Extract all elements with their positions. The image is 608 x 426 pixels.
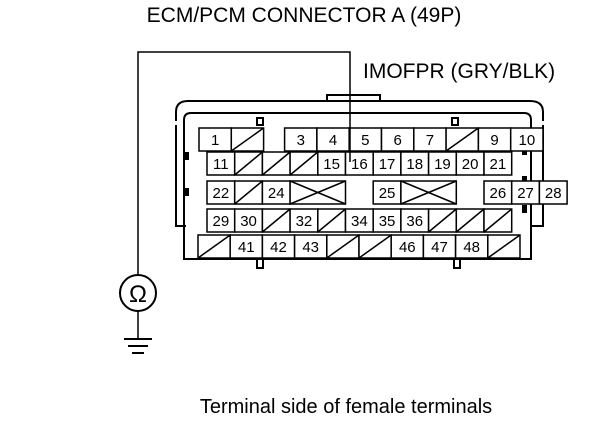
- terminal-number: 7: [426, 132, 434, 149]
- terminal-cavity-empty: [483, 208, 513, 233]
- terminal-17: 17: [372, 151, 402, 176]
- terminal-number: 5: [361, 132, 369, 149]
- connector-housing: [175, 94, 544, 269]
- terminal-cavity-empty: [261, 208, 291, 233]
- terminal-26: 26: [483, 180, 513, 205]
- terminal-cavity-blocked: [400, 180, 458, 205]
- terminal-47: 47: [422, 234, 457, 259]
- terminal-1: 1: [198, 127, 233, 152]
- terminal-28: 28: [538, 180, 568, 205]
- terminal-cavity-empty: [233, 180, 264, 205]
- terminal-number: 43: [302, 239, 319, 256]
- terminal-number: 41: [238, 239, 255, 256]
- terminal-cavity-empty: [317, 208, 347, 233]
- terminal-number: 11: [213, 156, 229, 173]
- terminal-10: 10: [509, 127, 544, 152]
- terminal-number: 16: [351, 156, 368, 173]
- terminal-16-probed: 16: [344, 151, 374, 176]
- terminal-number: 29: [213, 213, 230, 230]
- terminal-29: 29: [206, 208, 236, 233]
- terminal-number: 10: [519, 132, 536, 149]
- terminal-cavity-empty: [487, 234, 521, 259]
- terminal-cavity-empty: [197, 234, 231, 259]
- terminal-number: 35: [379, 213, 396, 230]
- terminal-number: 3: [297, 132, 305, 149]
- terminal-3: 3: [283, 127, 318, 152]
- terminal-41: 41: [229, 234, 264, 259]
- terminal-42: 42: [261, 234, 296, 259]
- terminal-32: 32: [289, 208, 319, 233]
- terminal-number: 1: [211, 132, 219, 149]
- terminal-number: 42: [270, 239, 287, 256]
- connector-title: ECM/PCM CONNECTOR A (49P): [146, 4, 462, 27]
- terminal-number: 21: [490, 156, 507, 173]
- terminal-cavity-empty: [230, 127, 265, 152]
- terminal-34: 34: [344, 208, 374, 233]
- terminal-cavity-empty: [289, 151, 319, 176]
- terminal-number: 24: [268, 185, 285, 202]
- terminal-21: 21: [483, 151, 513, 176]
- terminal-30: 30: [233, 208, 264, 233]
- terminal-43: 43: [293, 234, 328, 259]
- terminal-48: 48: [454, 234, 489, 259]
- terminal-number: 9: [490, 132, 498, 149]
- terminal-number: 19: [434, 156, 451, 173]
- terminal-9: 9: [477, 127, 512, 152]
- terminal-22: 22: [206, 180, 236, 205]
- terminal-6: 6: [380, 127, 415, 152]
- connector-caption: Terminal side of female terminals: [199, 396, 493, 418]
- terminal-cavity-empty: [233, 151, 264, 176]
- ohmmeter-icon: Ω: [119, 274, 157, 312]
- terminal-4: 4: [316, 127, 350, 152]
- terminal-18: 18: [400, 151, 430, 176]
- ohm-symbol: Ω: [129, 281, 147, 308]
- terminal-24: 24: [261, 180, 291, 205]
- terminal-15: 15: [317, 151, 347, 176]
- terminal-number: 28: [545, 185, 562, 202]
- terminal-cavity-empty: [326, 234, 360, 259]
- terminal-number: 48: [463, 239, 480, 256]
- terminal-number: 25: [379, 185, 396, 202]
- terminal-cavity-empty: [261, 151, 291, 176]
- terminal-11: 11: [206, 151, 236, 176]
- terminal-7: 7: [413, 127, 447, 152]
- terminal-number: 6: [393, 132, 401, 149]
- terminal-27: 27: [510, 180, 541, 205]
- terminal-number: 47: [431, 239, 448, 256]
- terminal-cavity-empty: [455, 208, 485, 233]
- terminal-cavity-empty: [445, 127, 480, 152]
- terminal-number: 4: [329, 132, 337, 149]
- terminal-number: 22: [213, 185, 230, 202]
- terminal-number: 46: [399, 239, 416, 256]
- terminal-cavity-empty: [358, 234, 392, 259]
- terminal-cavity-blocked: [289, 180, 347, 205]
- terminal-19: 19: [427, 151, 458, 176]
- test-wiring: [137, 51, 351, 338]
- terminal-35: 35: [372, 208, 402, 233]
- terminal-cavity-empty: [427, 208, 458, 233]
- terminal-number: 32: [296, 213, 313, 230]
- terminal-36: 36: [400, 208, 430, 233]
- terminal-number: 34: [351, 213, 368, 230]
- terminal-number: 17: [379, 156, 396, 173]
- terminal-number: 18: [406, 156, 423, 173]
- probe-wire: [137, 51, 351, 275]
- wire-label: IMOFPR (GRY/BLK): [363, 60, 556, 83]
- terminal-number: 26: [490, 185, 507, 202]
- terminal-5: 5: [348, 127, 383, 152]
- terminal-number: 36: [406, 213, 423, 230]
- terminal-number: 30: [240, 213, 257, 230]
- terminal-number: 15: [323, 156, 340, 173]
- terminal-20: 20: [455, 151, 485, 176]
- terminal-25: 25: [372, 180, 402, 205]
- terminal-number: 27: [517, 185, 534, 202]
- terminal-46: 46: [390, 234, 425, 259]
- terminal-number: 20: [462, 156, 479, 173]
- ground-icon: [124, 338, 152, 354]
